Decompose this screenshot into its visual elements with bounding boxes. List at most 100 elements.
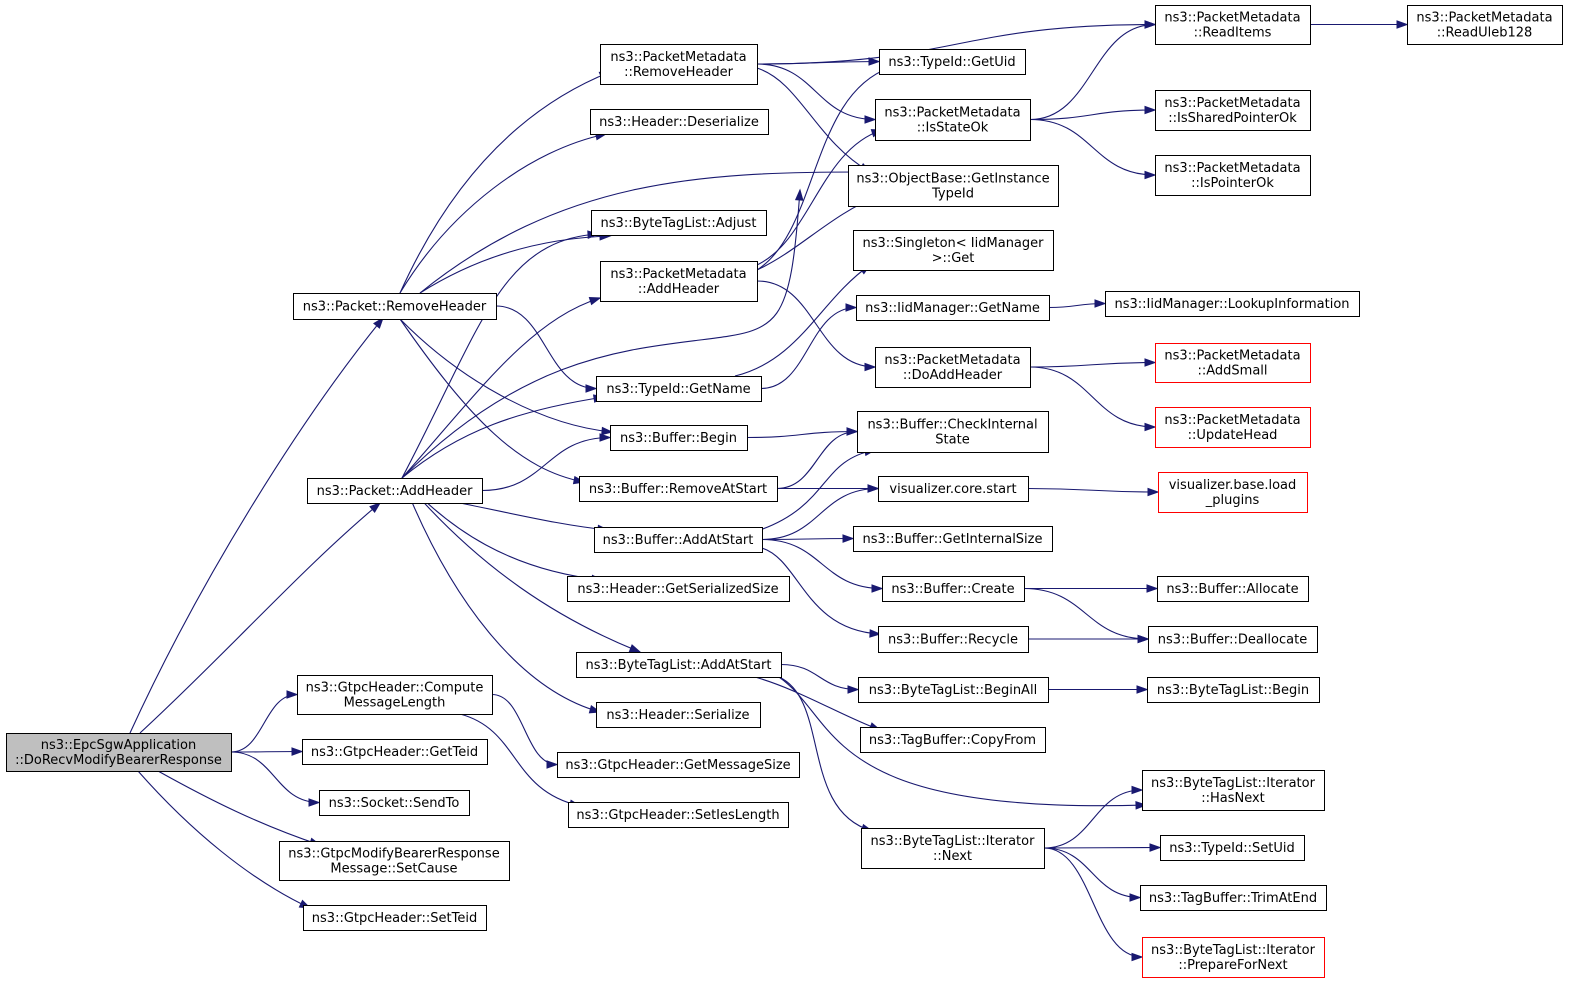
- node-gtpc-getteid[interactable]: ns3::GtpcHeader::GetTeid: [302, 739, 488, 765]
- node-viz-base-load[interactable]: visualizer.base.load_plugins: [1158, 472, 1308, 513]
- node-pm-addsmall[interactable]: ns3::PacketMetadata::AddSmall: [1155, 343, 1311, 383]
- edge-buf_removeatstart-to-viz_core_start: [777, 484, 880, 493]
- node-tagbuf-trimatend[interactable]: ns3::TagBuffer::TrimAtEnd: [1140, 885, 1327, 911]
- node-btl-it-hasnext[interactable]: ns3::ByteTagList::Iterator::HasNext: [1142, 770, 1325, 811]
- edge-line: [459, 713, 581, 807]
- node-btl-begin[interactable]: ns3::ByteTagList::Begin: [1147, 677, 1320, 703]
- node-pkt-add[interactable]: ns3::Packet::AddHeader: [307, 478, 483, 504]
- node-label-line: ns3::Socket::SendTo: [329, 796, 460, 811]
- edge-line: [399, 318, 585, 483]
- edge-pm_addheader-to-pm_doaddheader: [756, 280, 877, 372]
- node-typeid-setuid[interactable]: ns3::TypeId::SetUid: [1160, 835, 1305, 861]
- node-btl-it-next[interactable]: ns3::ByteTagList::Iterator::Next: [861, 828, 1045, 869]
- arrowhead-icon: [599, 433, 612, 442]
- node-iid-lookup[interactable]: ns3::IidManager::LookupInformation: [1105, 291, 1360, 317]
- node-box: [600, 44, 758, 85]
- edge-line: [756, 129, 883, 266]
- node-label-line: ns3::Buffer::AddAtStart: [603, 533, 754, 548]
- node-box: [307, 478, 483, 504]
- node-label-line: visualizer.core.start: [889, 482, 1016, 497]
- edge-line: [419, 171, 861, 294]
- node-label-line: ns3::GtpcHeader::GetTeid: [311, 745, 478, 760]
- edge-line: [1027, 487, 1159, 493]
- node-gtpc-setteid[interactable]: ns3::GtpcHeader::SetTeid: [303, 905, 487, 931]
- edge-line: [756, 60, 880, 65]
- node-btl-adjust[interactable]: ns3::ByteTagList::Adjust: [591, 210, 767, 236]
- node-buf-addatstart[interactable]: ns3::Buffer::AddAtStart: [594, 527, 763, 553]
- edge-line: [1043, 847, 1141, 899]
- node-root[interactable]: ns3::EpcSgwApplication::DoRecvModifyBear…: [6, 733, 232, 772]
- node-box: [590, 109, 769, 135]
- node-btl-beginall[interactable]: ns3::ByteTagList::BeginAll: [858, 677, 1049, 703]
- node-box: [848, 165, 1059, 207]
- node-buf-getinternalsize[interactable]: ns3::Buffer::GetInternalSize: [853, 526, 1053, 552]
- node-pm-updatehead[interactable]: ns3::PacketMetadata::UpdateHead: [1155, 407, 1311, 448]
- node-buf-allocate[interactable]: ns3::Buffer::Allocate: [1157, 576, 1309, 602]
- node-pm-ispointerok[interactable]: ns3::PacketMetadata::IsPointerOk: [1155, 155, 1311, 196]
- node-pm-addheader[interactable]: ns3::PacketMetadata::AddHeader: [600, 261, 758, 302]
- arrowhead-icon: [369, 502, 382, 514]
- node-label-line: >::Get: [932, 251, 975, 266]
- node-label-line: ns3::Buffer::Allocate: [1166, 582, 1298, 597]
- node-label-line: ::ReadUleb128: [1437, 26, 1533, 41]
- node-btl-it-prepare[interactable]: ns3::ByteTagList::Iterator::PrepareForNe…: [1142, 937, 1325, 978]
- node-label-line: ns3::GtpcHeader::Compute: [306, 681, 484, 696]
- edge-line: [401, 297, 601, 479]
- node-gtpc-setcause[interactable]: ns3::GtpcModifyBearerResponseMessage::Se…: [279, 841, 510, 881]
- node-box: [1155, 407, 1311, 448]
- node-box: [875, 347, 1031, 388]
- node-label-line: ::DoAddHeader: [903, 368, 1003, 383]
- node-pm-readuleb[interactable]: ns3::PacketMetadata::ReadUleb128: [1407, 5, 1563, 45]
- arrowhead-icon: [308, 798, 321, 807]
- node-pm-issharedptr[interactable]: ns3::PacketMetadata::IsSharedPointerOk: [1155, 90, 1311, 131]
- arrowhead-icon: [864, 115, 877, 124]
- node-gtpc-setieslen[interactable]: ns3::GtpcHeader::SetIesLength: [568, 802, 789, 828]
- edge-line: [157, 770, 321, 846]
- node-label-line: ns3::PacketMetadata: [1164, 349, 1300, 364]
- node-btl-addatstart[interactable]: ns3::ByteTagList::AddAtStart: [576, 652, 782, 678]
- node-typeid-getname[interactable]: ns3::TypeId::GetName: [596, 376, 762, 402]
- node-buf-recycle[interactable]: ns3::Buffer::Recycle: [878, 626, 1029, 653]
- node-buf-deallocate[interactable]: ns3::Buffer::Deallocate: [1148, 626, 1318, 653]
- node-pm-removeheader[interactable]: ns3::PacketMetadata::RemoveHeader: [600, 44, 758, 85]
- node-tagbuf-copyfrom[interactable]: ns3::TagBuffer::CopyFrom: [860, 727, 1046, 753]
- node-box: [1160, 835, 1305, 861]
- edge-pkt_remove-to-pm_removeheader: [399, 71, 612, 294]
- node-pkt-remove[interactable]: ns3::Packet::RemoveHeader: [293, 293, 497, 320]
- node-box: [302, 739, 488, 765]
- arrowhead-icon: [373, 316, 384, 329]
- edge-line: [230, 751, 320, 804]
- node-singleton-get[interactable]: ns3::Singleton< IidManager>::Get: [853, 230, 1054, 271]
- node-box: [879, 49, 1026, 75]
- arrowhead-icon: [794, 188, 804, 201]
- edge-line: [761, 487, 879, 541]
- node-label-line: ns3::ByteTagList::BeginAll: [869, 683, 1037, 698]
- edge-line: [778, 676, 1147, 807]
- node-label-line: ::DoRecvModifyBearerResponse: [15, 753, 222, 768]
- node-buf-begin[interactable]: ns3::Buffer::Begin: [610, 425, 748, 451]
- node-gtpc-getmsgsize[interactable]: ns3::GtpcHeader::GetMessageSize: [557, 752, 800, 778]
- node-pm-doaddheader[interactable]: ns3::PacketMetadata::DoAddHeader: [875, 347, 1031, 388]
- node-buf-removeatstart[interactable]: ns3::Buffer::RemoveAtStart: [579, 476, 778, 502]
- edge-buf_create-to-buf_allocate: [1024, 584, 1159, 593]
- edge-pm_isstateok-to-pm_readitems: [1029, 20, 1157, 121]
- node-box: [858, 677, 1049, 703]
- node-hdr-getsersize[interactable]: ns3::Header::GetSerializedSize: [567, 576, 790, 602]
- node-pm-readitems[interactable]: ns3::PacketMetadata::ReadItems: [1155, 5, 1311, 45]
- node-socket-sendto[interactable]: ns3::Socket::SendTo: [319, 790, 470, 816]
- node-label-line: ns3::IidManager::LookupInformation: [1114, 297, 1349, 312]
- node-label-line: ns3::PacketMetadata: [1164, 161, 1300, 176]
- node-pm-isstateok[interactable]: ns3::PacketMetadata::IsStateOk: [875, 99, 1031, 141]
- node-box: [1157, 576, 1309, 602]
- edge-line: [761, 537, 854, 541]
- node-typeid-getuid[interactable]: ns3::TypeId::GetUid: [879, 49, 1026, 75]
- edge-pm_isstateok-to-pm_issharedptr: [1029, 105, 1157, 121]
- node-buf-create[interactable]: ns3::Buffer::Create: [882, 576, 1025, 602]
- node-hdr-deserialize[interactable]: ns3::Header::Deserialize: [590, 109, 769, 135]
- node-hdr-serialize[interactable]: ns3::Header::Serialize: [596, 702, 761, 728]
- node-viz-core-start[interactable]: visualizer.core.start: [878, 476, 1029, 502]
- node-iid-getname[interactable]: ns3::IidManager::GetName: [856, 295, 1050, 321]
